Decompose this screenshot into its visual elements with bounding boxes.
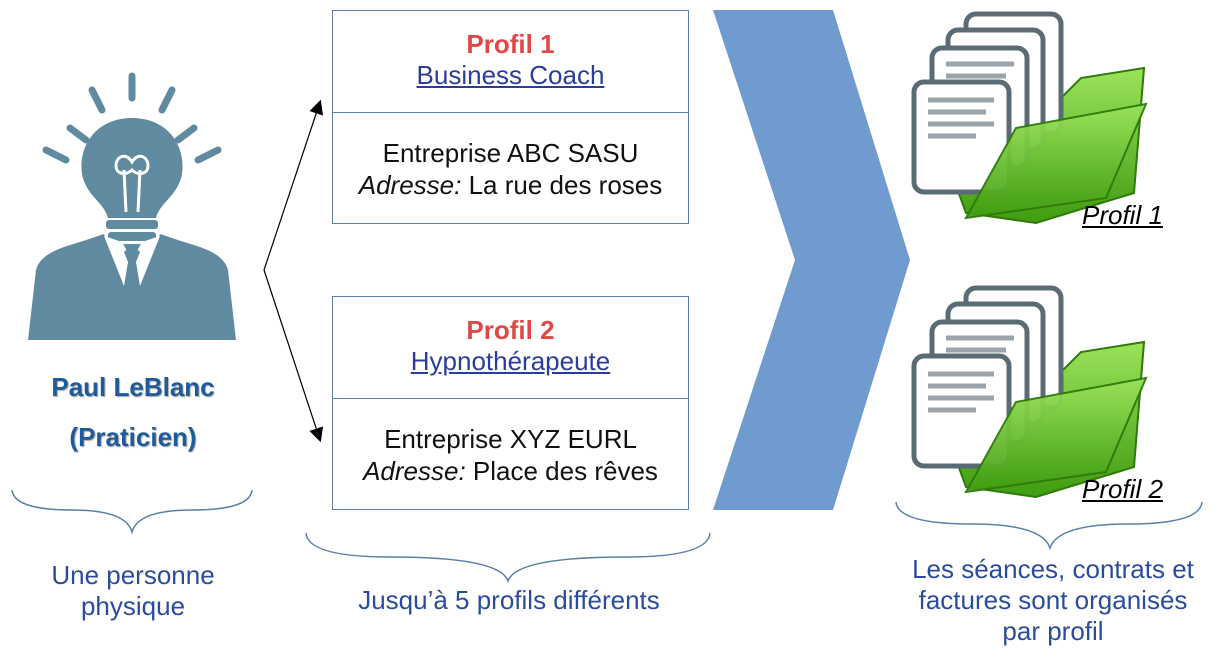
- person-role: (Praticien): [69, 422, 197, 452]
- chevron-arrow: [713, 10, 910, 510]
- folders-caption: Les séances, contrats et factures sont o…: [880, 554, 1218, 647]
- folder-label-1: Profil 1: [1082, 200, 1163, 230]
- profile-2-title: Profil 2: [466, 315, 555, 345]
- person-caption: Une personne physique: [20, 560, 246, 622]
- profile-2-company: Entreprise XYZ EURL: [384, 424, 637, 454]
- brace-profiles: [305, 532, 711, 584]
- profile-1-address: La rue des roses: [468, 170, 663, 200]
- folder-documents-icon-2: [911, 285, 1148, 499]
- profile-1-address-label: Adresse:: [358, 170, 462, 200]
- person-caption-line2: physique: [80, 591, 186, 621]
- profile-card-2-header: Profil 2 Hypnothérapeute: [333, 297, 688, 399]
- folder-label-2: Profil 2: [1082, 474, 1163, 504]
- profile-card-1: Profil 1 Business Coach Entreprise ABC S…: [332, 10, 689, 224]
- profile-2-address-label: Adresse:: [363, 456, 466, 486]
- folders-caption-line3: par profil: [1002, 616, 1104, 646]
- profile-1-company: Entreprise ABC SASU: [382, 138, 639, 168]
- profile-1-title: Profil 1: [466, 29, 555, 59]
- profiles-caption: Jusqu’à 5 profils différents: [358, 585, 660, 615]
- profile-2-address: Place des rêves: [472, 456, 658, 486]
- profile-card-1-body: Entreprise ABC SASU Adresse: La rue des …: [333, 113, 688, 201]
- profile-2-role-link[interactable]: Hypnothérapeute: [410, 346, 611, 376]
- profile-2-address-line: Adresse: Place des rêves: [333, 455, 688, 487]
- folders-caption-line1: Les séances, contrats et: [912, 554, 1194, 584]
- folder-documents-icon-1: [911, 11, 1148, 225]
- brace-folders: [895, 501, 1203, 551]
- person-lightbulb-icon: [28, 72, 236, 340]
- profile-1-address-line: Adresse: La rue des roses: [333, 169, 688, 201]
- profile-card-1-header: Profil 1 Business Coach: [333, 11, 688, 113]
- brace-person: [11, 489, 253, 535]
- profile-card-2: Profil 2 Hypnothérapeute Entreprise XYZ …: [332, 296, 689, 510]
- profile-1-role-link[interactable]: Business Coach: [416, 60, 605, 90]
- person-name: Paul LeBlanc: [51, 372, 215, 402]
- folders-caption-line2: factures sont organisés: [918, 585, 1188, 615]
- profile-card-2-body: Entreprise XYZ EURL Adresse: Place des r…: [333, 399, 688, 487]
- person-caption-line1: Une personne: [51, 560, 215, 590]
